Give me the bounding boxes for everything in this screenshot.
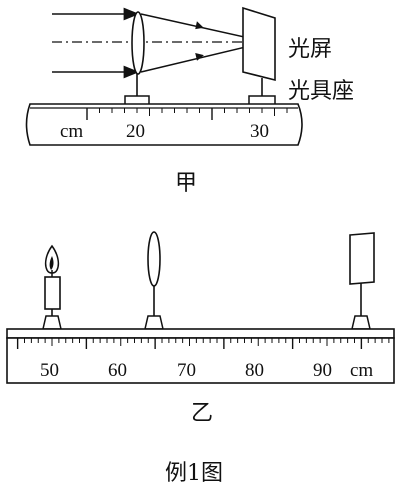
screen-b-holder: [351, 315, 371, 330]
part-b-label: 乙: [191, 401, 213, 426]
refracted-arrow-top: [195, 21, 204, 30]
screen: [242, 6, 276, 82]
bench-a-ticks: [86, 108, 288, 120]
diagram-a: 光屏 光具座 cm 20 30 甲: [25, 6, 354, 196]
candle-body: [44, 276, 61, 310]
bench-b-tick-label-80: 80: [245, 360, 264, 381]
bench-b-tick-label-90: 90: [313, 360, 332, 381]
lens-b-glass: [147, 231, 161, 287]
lens-b: [144, 231, 164, 330]
candle: [42, 244, 62, 330]
screen-b-panel: [349, 232, 375, 285]
diagram-b: 50 60 70 80 90 cm 乙: [6, 231, 395, 426]
candle-flame-inner: [49, 256, 54, 270]
part-a-label: 甲: [175, 171, 197, 196]
bench-b-unit-label: cm: [350, 360, 373, 381]
bench-a-body: [25, 103, 303, 146]
bench-b-top: [6, 328, 395, 339]
refracted-arrow-bottom: [195, 53, 204, 61]
lens-b-holder: [144, 315, 164, 330]
screen-label: 光屏: [288, 37, 332, 62]
bench-a-tick-label-20: 20: [126, 121, 145, 142]
convex-lens: [131, 11, 145, 75]
bench-b-tick-label-60: 60: [108, 360, 127, 381]
bench-b-tick-label-70: 70: [177, 360, 196, 381]
bench-b-ticks: [16, 338, 390, 349]
bench-a-tick-label-30: 30: [250, 121, 269, 142]
bench-b-tick-label-50: 50: [40, 360, 59, 381]
bench-b-body: [6, 337, 395, 384]
screen-b: [349, 232, 375, 330]
bench-a-unit-label: cm: [60, 121, 83, 142]
mount-label: 光具座: [288, 79, 354, 104]
candle-holder: [42, 315, 62, 330]
figure-caption: 例1图: [165, 461, 223, 486]
